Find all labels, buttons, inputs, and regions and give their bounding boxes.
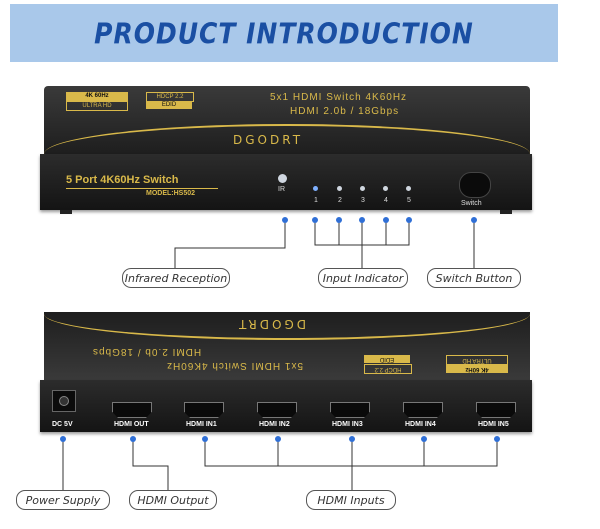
front-foot-left — [60, 210, 72, 214]
input-num-4: 4 — [384, 197, 388, 204]
rear-badge-4k: 4K 60Hz — [446, 364, 508, 373]
input-num-2: 2 — [338, 197, 342, 204]
in1-dot — [202, 436, 208, 442]
in2-dot — [275, 436, 281, 442]
inputs-line — [204, 438, 498, 490]
dc-jack — [52, 390, 76, 412]
rear-spec-line-2: HDMI 2.0b / 18Gbps — [92, 346, 202, 357]
hdmi-in5-label: HDMI IN5 — [478, 421, 509, 428]
in3-dot — [349, 436, 355, 442]
rear-brand-arc — [44, 312, 530, 340]
hdmi-in3-label: HDMI IN3 — [332, 421, 363, 428]
hdmi-in5-port — [476, 402, 516, 418]
hdmi-out-port — [112, 402, 152, 418]
title-banner: PRODUCT INTRODUCTION — [10, 4, 558, 62]
hdmi-in3-port — [330, 402, 370, 418]
input-led-1 — [313, 186, 318, 191]
infrared-line — [174, 220, 286, 268]
in5-dot — [494, 436, 500, 442]
rear-brand-logo: DGODRT — [236, 317, 307, 331]
dc-label: DC 5V — [52, 421, 73, 428]
callout-power-supply: Power Supply — [16, 490, 110, 510]
led-dot-1 — [312, 217, 318, 223]
input-num-3: 3 — [361, 197, 365, 204]
input-led-4 — [383, 186, 388, 191]
front-face — [40, 154, 532, 210]
badge-4k: 4K 60Hz — [66, 92, 128, 101]
front-brand-arc — [44, 124, 530, 156]
callout-input-indicator: Input Indicator — [318, 268, 408, 288]
input-led-5 — [406, 186, 411, 191]
callout-hdmi-output: HDMI Output — [129, 490, 217, 510]
spec-line-2: HDMI 2.0b / 18Gbps — [290, 106, 400, 117]
indicator-line — [314, 220, 410, 268]
hdmi-in1-label: HDMI IN1 — [186, 421, 217, 428]
input-num-1: 1 — [314, 197, 318, 204]
ir-sensor — [278, 174, 287, 183]
rear-badge-hdcp: HDCP 2.2 — [364, 364, 412, 374]
hdmi-in1-port — [184, 402, 224, 418]
spec-line-1: 5x1 HDMI Switch 4K60Hz — [270, 92, 408, 103]
badge-ultrahd: ULTRA HD — [66, 101, 128, 111]
hdmi-in4-port — [403, 402, 443, 418]
rear-spec-line-1: 5x1 HDMI Switch 4K60Hz — [166, 360, 304, 371]
hdmi-in2-label: HDMI IN2 — [259, 421, 290, 428]
ir-label: IR — [278, 186, 285, 193]
led-dot-5 — [406, 217, 412, 223]
rear-badge-edid: EDID — [364, 355, 410, 363]
led-dot-2 — [336, 217, 342, 223]
callout-switch-button: Switch Button — [427, 268, 521, 288]
front-foot-right — [500, 210, 512, 214]
model-number: MODEL:HS502 — [146, 190, 196, 197]
callout-infrared: Infrared Reception — [122, 268, 230, 288]
dc-jack-hole — [59, 396, 69, 406]
input-led-3 — [360, 186, 365, 191]
product-underline — [66, 188, 218, 189]
led-dot-3 — [359, 217, 365, 223]
rear-badge-ultrahd: ULTRA HD — [446, 355, 508, 365]
output-line — [132, 438, 169, 490]
ir-dot — [282, 217, 288, 223]
switch-label: Switch — [461, 200, 482, 207]
power-dot — [60, 436, 66, 442]
badge-edid: EDID — [146, 101, 192, 109]
front-brand-logo: DGODRT — [233, 133, 304, 147]
hdmi-in4-label: HDMI IN4 — [405, 421, 436, 428]
hdmi-in2-port — [257, 402, 297, 418]
in4-dot — [421, 436, 427, 442]
callout-hdmi-inputs: HDMI Inputs — [306, 490, 396, 510]
input-num-5: 5 — [407, 197, 411, 204]
switch-dot — [471, 217, 477, 223]
switch-button[interactable] — [459, 172, 491, 198]
product-name: 5 Port 4K60Hz Switch — [66, 174, 179, 186]
input-led-2 — [337, 186, 342, 191]
hdmi-out-label: HDMI OUT — [114, 421, 149, 428]
page-title: PRODUCT INTRODUCTION — [94, 16, 474, 50]
output-dot — [130, 436, 136, 442]
led-dot-4 — [383, 217, 389, 223]
